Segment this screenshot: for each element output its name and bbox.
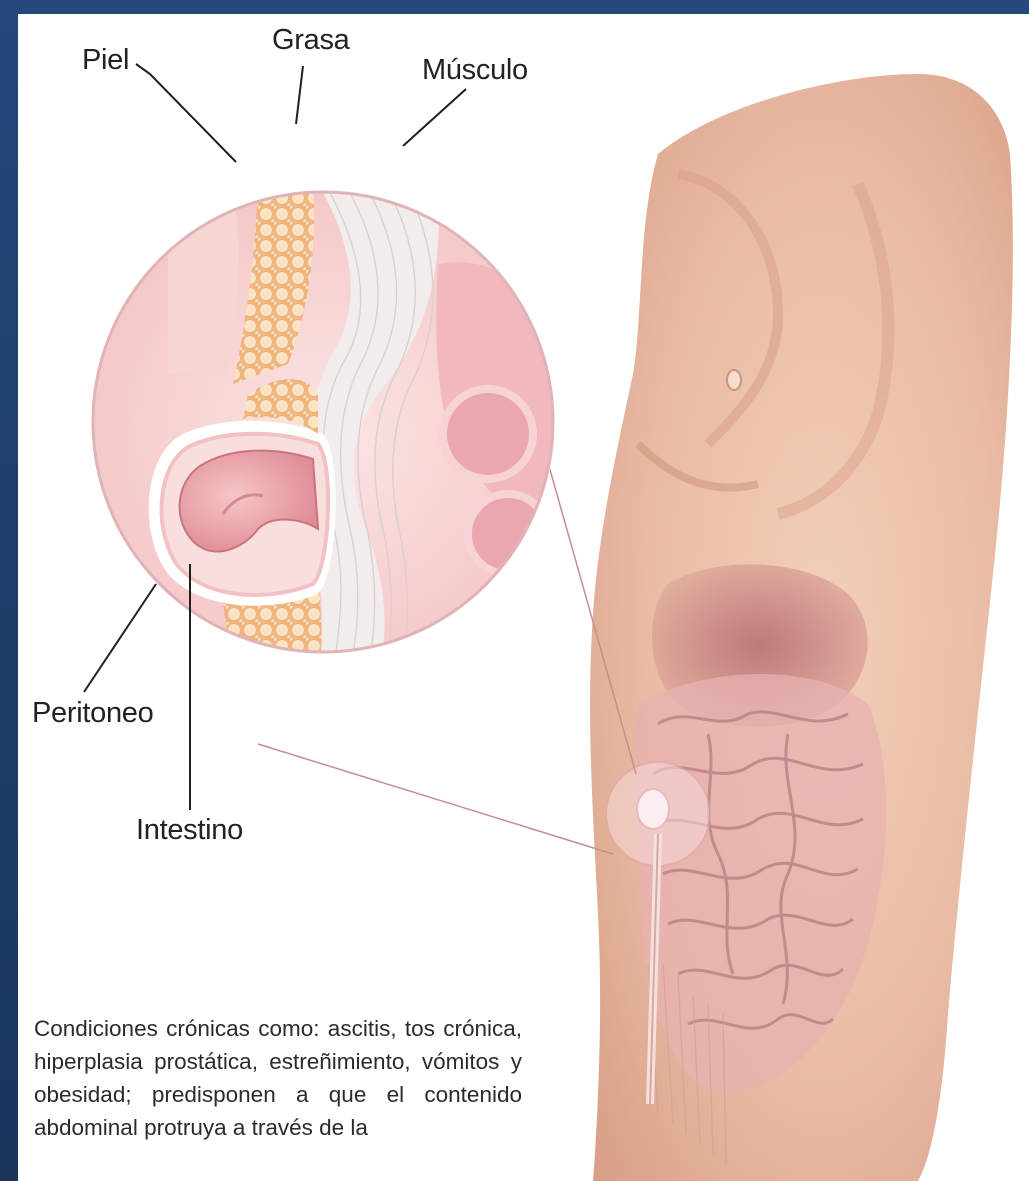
label-muscle: Músculo bbox=[422, 54, 528, 87]
label-skin: Piel bbox=[82, 44, 129, 77]
illustration-panel: Piel Grasa Músculo Peritoneo Intestino C… bbox=[18, 14, 1029, 1181]
nipple bbox=[727, 370, 741, 390]
label-peritoneum: Peritoneo bbox=[32, 697, 153, 730]
hernia-illustration bbox=[18, 14, 1029, 1181]
caption-text: Condiciones crónicas como: ascitis, tos … bbox=[34, 1012, 522, 1144]
magnified-cross-section bbox=[78, 184, 578, 684]
label-fat: Grasa bbox=[272, 24, 349, 57]
label-intestine: Intestino bbox=[136, 814, 243, 847]
